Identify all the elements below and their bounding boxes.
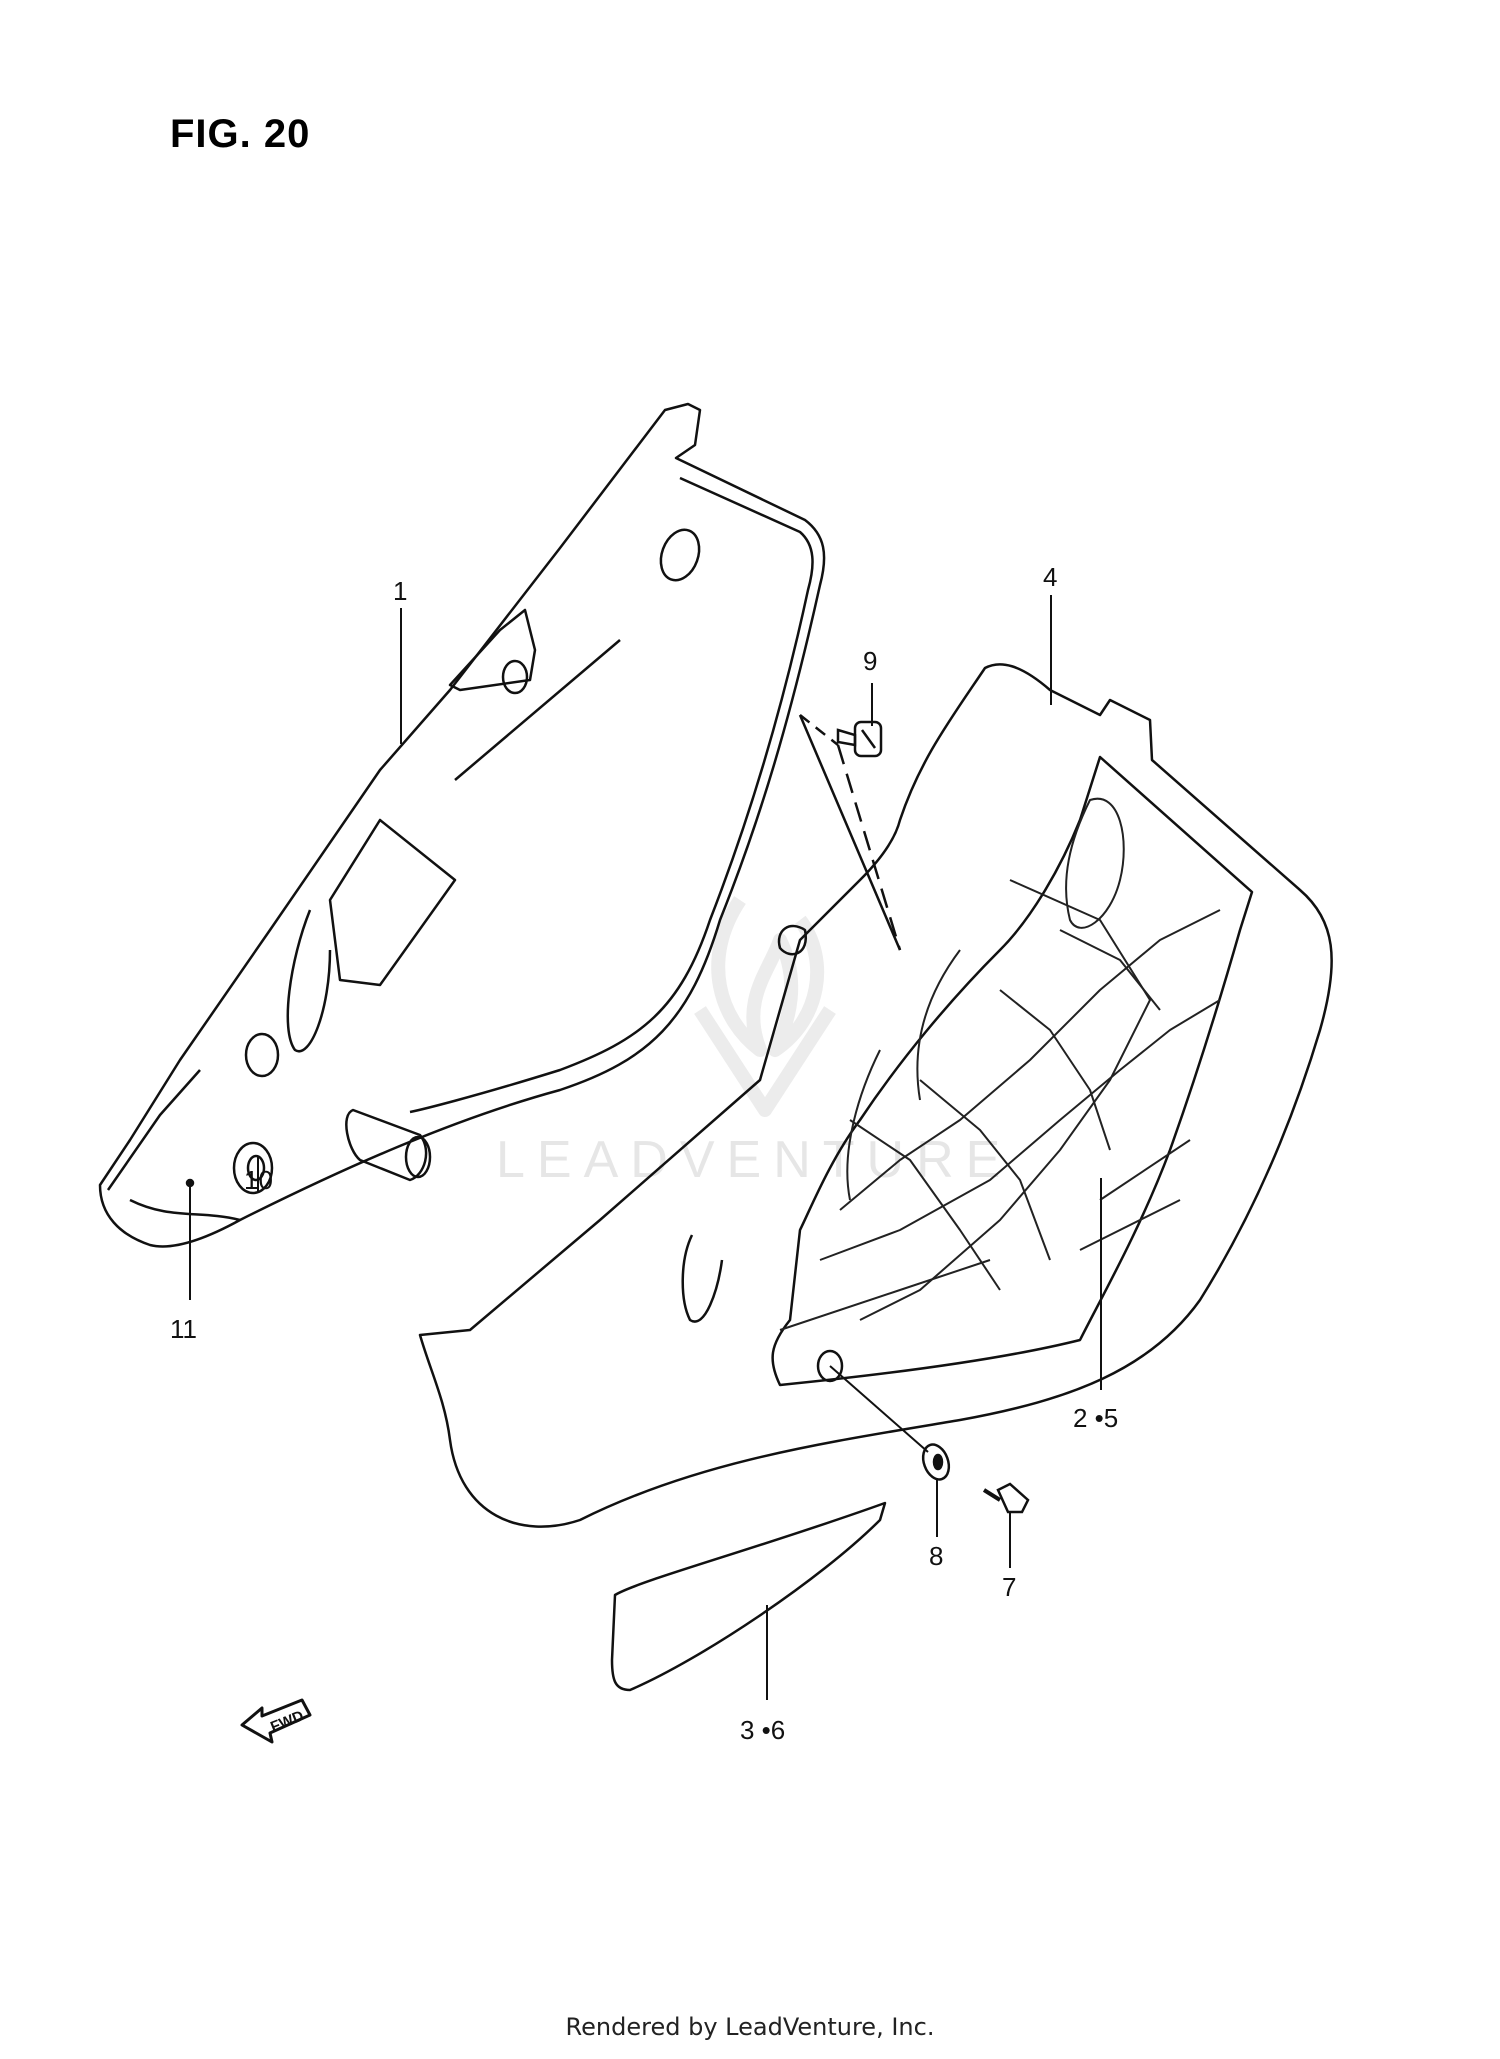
callout-9: 9 — [863, 646, 878, 676]
watermark: LEADVENTURE — [496, 1131, 1013, 1189]
callout-7: 7 — [1002, 1572, 1017, 1602]
leader-lines — [189, 595, 1102, 1700]
fwd-arrow-icon: FWD — [240, 1698, 312, 1744]
footer-credit: Rendered by LeadVenture, Inc. — [565, 2013, 935, 2041]
decal-graphic — [779, 797, 1221, 1331]
watermark-logo — [694, 896, 836, 1117]
callout-1: 1 — [393, 576, 408, 606]
part-10-grommet — [232, 1141, 274, 1195]
part-9-bolt — [798, 714, 902, 951]
part-7-bolt — [982, 1482, 1030, 1514]
part-8-washer — [921, 1443, 951, 1481]
callout-4: 4 — [1043, 562, 1058, 592]
part-3-lower-decal — [610, 1501, 887, 1692]
callout-2-5: 2 •5 — [1073, 1403, 1119, 1433]
callout-8: 8 — [929, 1541, 944, 1571]
part-1-left-side-cover — [98, 402, 826, 1248]
callout-11: 11 — [170, 1314, 197, 1344]
callout-3-6: 3 •6 — [740, 1715, 786, 1745]
callout-10: 10 — [244, 1165, 273, 1195]
figure-title: FIG. 20 — [170, 112, 311, 156]
part-4-right-side-cover — [418, 663, 1333, 1528]
